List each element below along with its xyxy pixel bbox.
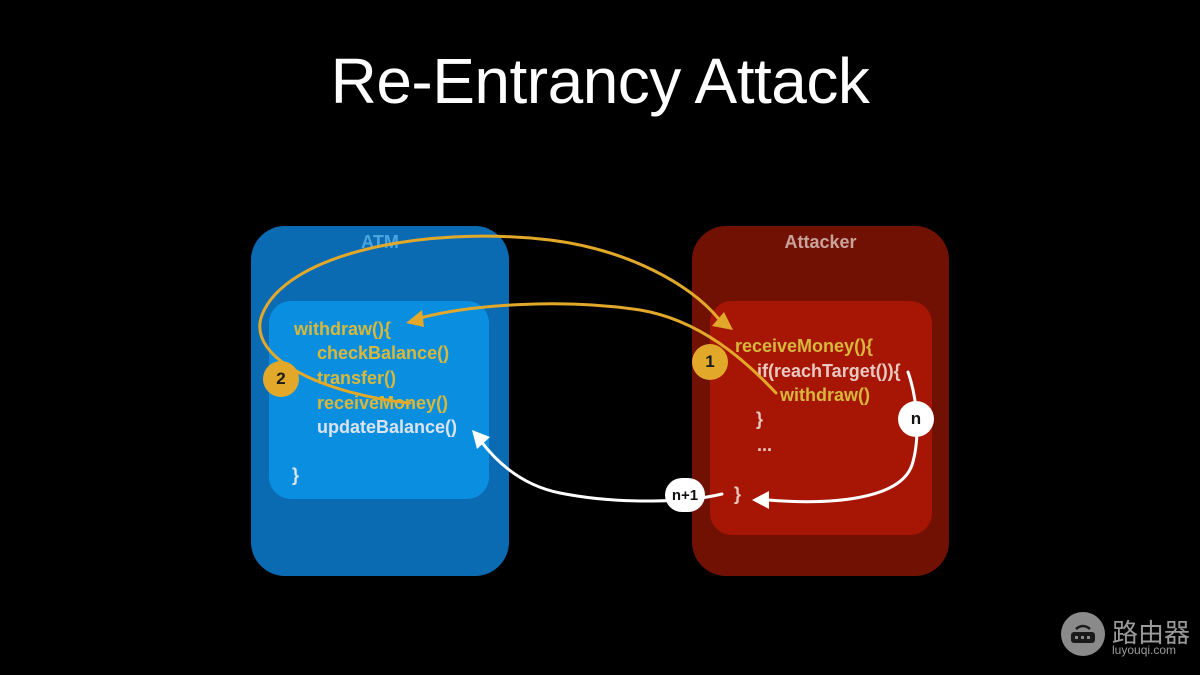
arrow-loop-n (766, 370, 919, 504)
attacker-code-line-if: if(reachTarget()){ (757, 361, 901, 381)
arrowhead-n1 (472, 430, 490, 449)
arrowhead-withdraw (406, 310, 424, 327)
step-n1-badge: n+1 (665, 478, 705, 512)
atm-code-line-updatebalance: updateBalance() (317, 417, 458, 437)
step-n-badge: n (898, 401, 934, 437)
attacker-code-line-receivemoney: receiveMoney(){ (735, 336, 874, 356)
arrow-call-receivemoney (258, 234, 720, 405)
page-title: Re-Entrancy Attack (330, 45, 870, 117)
attacker-code-line-withdraw: withdraw() (780, 385, 870, 405)
attacker-code-line-close-if: } (756, 409, 764, 429)
watermark-brand: 路由器 (1112, 618, 1191, 648)
arrow-call-withdraw (418, 302, 778, 395)
atm-code-line-close: } (292, 465, 300, 485)
atm-code-line-receivemoney: receiveMoney() (317, 393, 449, 413)
arrowhead-receivemoney (712, 312, 733, 330)
router-icon (1071, 624, 1095, 643)
atm-code-line-withdraw: withdraw(){ (294, 319, 391, 339)
watermark-url: luyouqi.com (1112, 643, 1177, 657)
step-2-badge: 2 (263, 361, 299, 397)
atm-code-line-transfer: transfer() (317, 368, 397, 388)
attacker-code-line-ellipsis: ... (757, 435, 773, 455)
arrowhead-n (752, 491, 769, 509)
attacker-code-line-close: } (734, 484, 742, 504)
watermark-logo (1061, 612, 1105, 656)
attacker-code-box (710, 301, 932, 535)
attacker-panel-title: Attacker (784, 232, 857, 252)
step-1-badge: 1 (692, 344, 728, 380)
atm-code-line-checkbalance: checkBalance() (317, 343, 450, 363)
